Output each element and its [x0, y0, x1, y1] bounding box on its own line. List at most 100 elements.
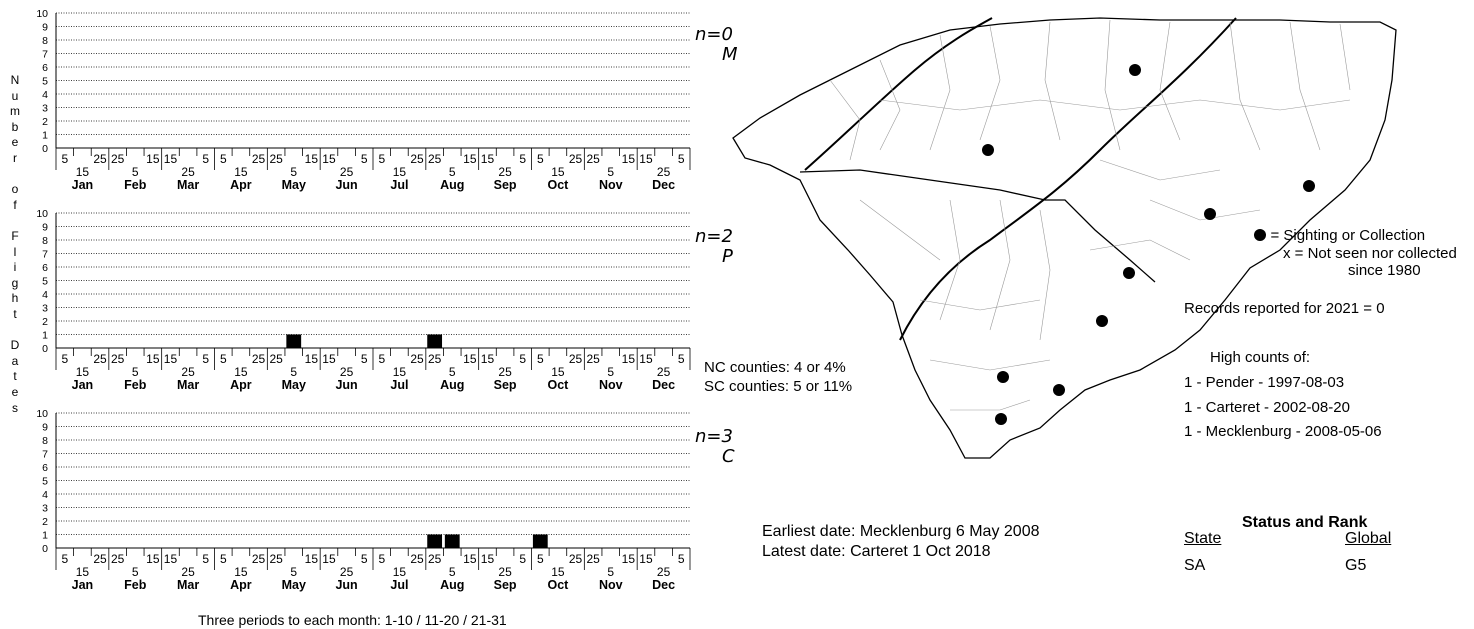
period-label: 15 — [234, 365, 248, 379]
period-label: 5 — [678, 152, 685, 166]
y-axis-label-letter: D — [10, 338, 20, 353]
y-axis-label-letter: l — [13, 244, 17, 259]
period-label: 25 — [181, 165, 195, 179]
period-label: 25 — [498, 165, 512, 179]
high-count-item: 1 - Carteret - 2002-08-20 — [1184, 399, 1350, 416]
period-label: 25 — [93, 152, 107, 166]
period-label: 15 — [639, 552, 653, 566]
period-label: 25 — [410, 552, 424, 566]
period-label: 15 — [322, 552, 336, 566]
y-axis-label-letter: b — [11, 119, 19, 134]
period-label: 15 — [322, 152, 336, 166]
period-label: 5 — [202, 552, 209, 566]
month-label: Feb — [124, 578, 147, 592]
month-label: Jul — [390, 578, 408, 592]
month-label: Dec — [652, 378, 675, 392]
period-label: 25 — [586, 552, 600, 566]
month-label: Dec — [652, 178, 675, 192]
period-label: 25 — [569, 152, 583, 166]
period-label: 25 — [340, 365, 354, 379]
month-label: Aug — [440, 378, 464, 392]
month-label: Oct — [547, 378, 569, 392]
month-label: Apr — [230, 378, 252, 392]
high-count-item: 1 - Mecklenburg - 2008-05-06 — [1184, 423, 1382, 440]
earliest-date: Earliest date: Mecklenburg 6 May 2008 — [762, 523, 1040, 540]
period-label: 25 — [569, 352, 583, 366]
legend-not-seen-2: since 1980 — [1348, 262, 1421, 279]
y-axis-label-letter: e — [11, 135, 19, 150]
global-label: Global — [1345, 530, 1392, 547]
y-tick-label: 5 — [42, 76, 48, 88]
y-tick-label: 2 — [42, 516, 48, 528]
y-tick-label: 9 — [42, 222, 48, 234]
period-label: 5 — [537, 152, 544, 166]
period-label: 5 — [449, 165, 456, 179]
month-label: Feb — [124, 378, 147, 392]
legend-not-seen-1: x = Not seen nor collected — [1283, 245, 1457, 262]
legend: = Sighting or Collection — [1254, 227, 1425, 245]
period-label: 5 — [537, 552, 544, 566]
y-tick-label: 8 — [42, 235, 48, 247]
month-label: Jun — [335, 378, 357, 392]
period-label: 5 — [537, 352, 544, 366]
latest-date: Latest date: Carteret 1 Oct 2018 — [762, 543, 991, 560]
y-axis-label-letter: u — [11, 88, 19, 103]
period-label: 25 — [410, 152, 424, 166]
month-label: May — [282, 578, 306, 592]
region-label-mountains: M — [722, 44, 738, 65]
month-label: Nov — [599, 378, 623, 392]
y-axis-label-letter: r — [13, 151, 17, 165]
state-label: State — [1184, 530, 1222, 547]
period-label: 25 — [657, 365, 671, 379]
month-label: Jun — [335, 178, 357, 192]
period-label: 5 — [449, 365, 456, 379]
y-axis-label-letter: g — [11, 275, 19, 290]
period-label: 5 — [202, 352, 209, 366]
month-label: Aug — [440, 178, 464, 192]
bar — [532, 534, 548, 548]
region-label-piedmont: P — [722, 246, 733, 267]
period-label: 15 — [639, 352, 653, 366]
period-label: 15 — [146, 352, 160, 366]
period-label: 15 — [551, 565, 565, 579]
period-label: 15 — [234, 565, 248, 579]
period-label: 5 — [678, 352, 685, 366]
month-label: May — [282, 178, 306, 192]
y-tick-label: 6 — [42, 62, 48, 74]
period-label: 5 — [132, 365, 139, 379]
period-label: 5 — [61, 152, 68, 166]
y-tick-label: 4 — [42, 289, 48, 301]
y-tick-label: 3 — [42, 303, 48, 315]
y-axis-label-letter: h — [11, 291, 19, 306]
state-value: SA — [1184, 557, 1206, 574]
period-label: 5 — [607, 565, 614, 579]
period-label: 25 — [181, 365, 195, 379]
legend-sighting: = Sighting or Collection — [1270, 227, 1426, 244]
period-label: 5 — [61, 552, 68, 566]
period-label: 15 — [622, 552, 636, 566]
y-tick-label: 9 — [42, 422, 48, 434]
month-label: Nov — [599, 578, 623, 592]
period-label: 5 — [378, 352, 385, 366]
y-tick-label: 5 — [42, 476, 48, 488]
bar — [427, 334, 443, 348]
month-label: Aug — [440, 578, 464, 592]
month-label: Feb — [124, 178, 147, 192]
period-label: 15 — [481, 152, 495, 166]
x-axis-note: Three periods to each month: 1-10 / 11-2… — [198, 612, 507, 628]
y-axis-label-letter: N — [10, 73, 20, 87]
period-label: 15 — [622, 152, 636, 166]
period-label: 25 — [111, 352, 125, 366]
y-axis-label-letter: s — [12, 400, 18, 415]
period-label: 15 — [481, 352, 495, 366]
month-label: Jan — [72, 178, 94, 192]
month-label: Jan — [72, 378, 94, 392]
global-value: G5 — [1345, 557, 1367, 574]
month-label: Mar — [177, 578, 199, 592]
bar — [427, 534, 443, 548]
period-label: 25 — [252, 152, 266, 166]
period-label: 5 — [132, 165, 139, 179]
period-label: 25 — [269, 352, 283, 366]
period-label: 25 — [111, 152, 125, 166]
period-label: 25 — [428, 152, 442, 166]
